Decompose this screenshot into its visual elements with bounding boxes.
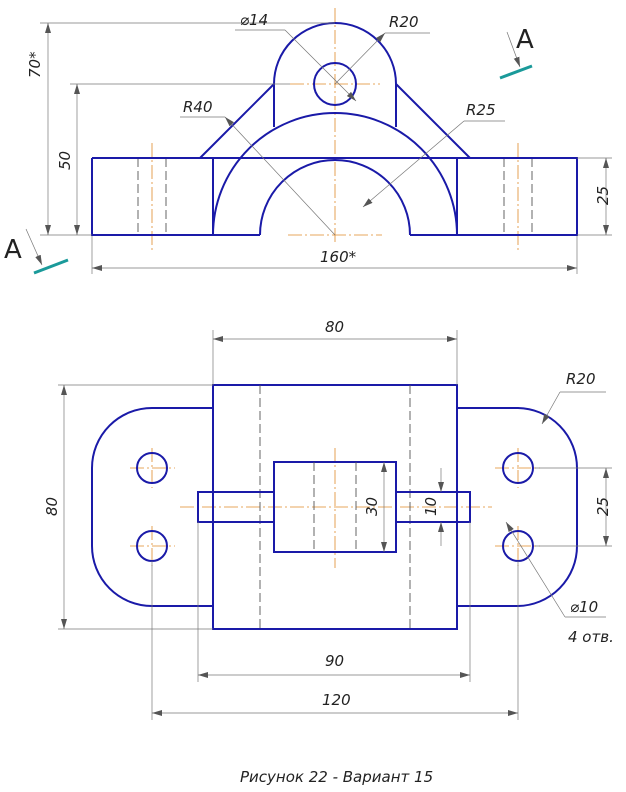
- dim-25-top: 25: [594, 497, 612, 516]
- section-arrow-top: [506, 31, 521, 68]
- dim-90: 90: [325, 652, 344, 670]
- dim-r20-top: R20: [566, 370, 596, 388]
- section-mark-top: [499, 64, 533, 80]
- dim-80-top: 80: [325, 318, 344, 336]
- top-view: 80 80 30 10 25 R20 ⌀10 4 отв. 90: [43, 318, 614, 720]
- leader-phi14: [284, 29, 357, 102]
- right-rib-top: [395, 491, 471, 523]
- dim-r20-front: R20: [389, 13, 419, 31]
- dim-25-front: 25: [594, 186, 612, 205]
- dim-70: 70*: [26, 51, 44, 78]
- section-label-a-top: A: [516, 25, 534, 55]
- base-left-outline: [91, 407, 213, 607]
- mounting-hole: [136, 452, 168, 484]
- leader-r20: [334, 32, 386, 85]
- right-rib: [395, 83, 471, 159]
- dim-80-left: 80: [43, 497, 61, 516]
- front-view: 160* 70* 50 25 R40 R25 R20 ⌀14 A: [4, 8, 612, 275]
- section-label-a-bottom: A: [4, 235, 22, 265]
- arch-block-outline: [212, 384, 458, 630]
- dim-50: 50: [56, 151, 74, 170]
- leader-r40: [224, 116, 336, 236]
- left-rib-top: [197, 491, 275, 523]
- outer-arch: [212, 112, 458, 236]
- dim-phi14: ⌀14: [240, 11, 268, 29]
- section-mark-bottom: [33, 258, 69, 275]
- dim-r25: R25: [466, 101, 496, 119]
- dim-r40: R40: [183, 98, 213, 116]
- section-arrow-bottom: [25, 228, 43, 266]
- leader-phi10: [505, 521, 566, 618]
- dim-10: 10: [422, 497, 440, 516]
- dim-30: 30: [363, 497, 381, 516]
- boss-hole: [313, 62, 357, 106]
- dim-phi10: ⌀10: [570, 598, 598, 616]
- leader-r25: [362, 120, 465, 208]
- inner-arch: [259, 159, 411, 236]
- left-rib: [199, 83, 275, 159]
- dim-120: 120: [322, 691, 351, 709]
- figure-caption: Рисунок 22 - Вариант 15: [240, 768, 433, 786]
- dim-holes-count: 4 отв.: [568, 628, 614, 646]
- mounting-hole: [502, 452, 534, 484]
- dim-160: 160*: [320, 248, 357, 266]
- leader-r20-top: [541, 391, 561, 425]
